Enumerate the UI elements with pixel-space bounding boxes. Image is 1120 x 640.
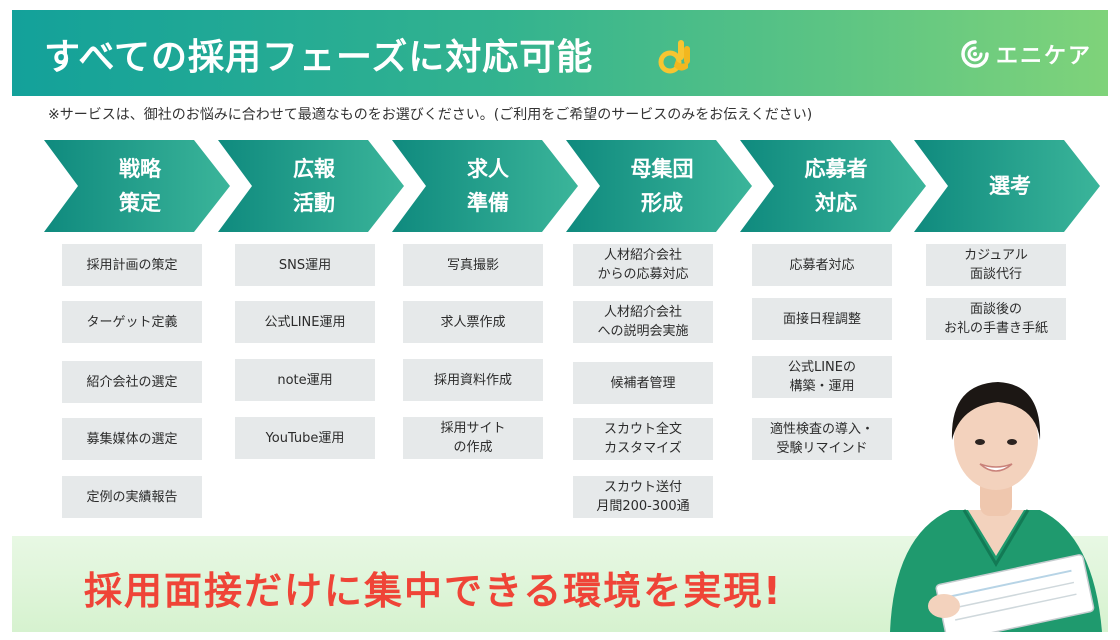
phase-task-item: カジュアル 面談代行 [926, 244, 1066, 286]
chevron-arrow [392, 140, 578, 232]
phase-chevron: 選考 [914, 140, 1102, 232]
brand-logo: エニケア [960, 36, 1092, 72]
phase-label: 母集団 形成 [630, 157, 694, 215]
phase-task-item: note運用 [235, 359, 375, 401]
ok-hand-icon [658, 40, 690, 74]
chevron-shape [218, 140, 404, 232]
chevron-arrow [740, 140, 926, 232]
phase-task-item: 写真撮影 [403, 244, 543, 286]
phase-chevron: 求人 準備 [392, 140, 580, 232]
phase-task-item: スカウト全文 カスタマイズ [573, 418, 713, 460]
phase-label: 選考 [989, 174, 1031, 198]
footer-headline: 採用面接だけに集中できる環境を実現! [84, 569, 783, 613]
phase-task-item: 求人票作成 [403, 301, 543, 343]
page-title: すべての採用フェーズに対応可能 [44, 37, 594, 78]
phase-task-item: ターゲット定義 [62, 301, 202, 343]
phase-chevron-row: 戦略 策定 広報 活動 求人 準備 母集団 形成 応募者 対応 選考 [44, 140, 1104, 232]
chevron-arrow [914, 140, 1100, 232]
phase-task-item: SNS運用 [235, 244, 375, 286]
phase-label: 応募者 対応 [804, 157, 868, 215]
phase-chevron: 応募者 対応 [740, 140, 928, 232]
phase-task-item: YouTube運用 [235, 417, 375, 459]
header-banner: すべての採用フェーズに対応可能 エニケア [12, 10, 1108, 96]
chevron-shape [566, 140, 752, 232]
chevron-shape [392, 140, 578, 232]
chevron-arrow [566, 140, 752, 232]
chevron-arrow [44, 140, 230, 232]
phase-task-item: 紹介会社の選定 [62, 361, 202, 403]
phase-task-item: 採用資料作成 [403, 359, 543, 401]
service-note: ※サービスは、御社のお悩みに合わせて最適なものをお選びください。(ご利用をご希望… [48, 107, 813, 123]
chevron-shape [914, 140, 1100, 232]
phase-label: 求人 準備 [467, 157, 509, 215]
phase-task-item: 人材紹介会社 への説明会実施 [573, 301, 713, 343]
phase-task-item: 採用サイト の作成 [403, 417, 543, 459]
chevron-arrow [218, 140, 404, 232]
nurse-photo [890, 382, 1102, 632]
chevron-shape [44, 140, 230, 232]
phase-chevron: 戦略 策定 [44, 140, 232, 232]
phase-task-item: 人材紹介会社 からの応募対応 [573, 244, 713, 286]
phase-label: 戦略 策定 [119, 157, 161, 215]
brand-name: エニケア [995, 44, 1092, 69]
phase-task-item: 候補者管理 [573, 362, 713, 404]
phase-task-item: スカウト送付 月間200-300通 [573, 476, 713, 518]
phase-task-item: 採用計画の策定 [62, 244, 202, 286]
phase-task-item: 募集媒体の選定 [62, 418, 202, 460]
phase-chevron: 母集団 形成 [566, 140, 754, 232]
chevron-shape [740, 140, 926, 232]
phase-label: 広報 活動 [293, 157, 335, 215]
phase-task-item: 公式LINE運用 [235, 301, 375, 343]
phase-task-item: 応募者対応 [752, 244, 892, 286]
phase-chevron: 広報 活動 [218, 140, 406, 232]
phase-task-item: 公式LINEの 構築・運用 [752, 356, 892, 398]
phase-task-item: 適性検査の導入・ 受験リマインド [752, 418, 892, 460]
phase-task-item: 面談後の お礼の手書き手紙 [926, 298, 1066, 340]
phase-task-item: 定例の実績報告 [62, 476, 202, 518]
swirl-logo-icon [961, 40, 989, 68]
phase-task-item: 面接日程調整 [752, 298, 892, 340]
